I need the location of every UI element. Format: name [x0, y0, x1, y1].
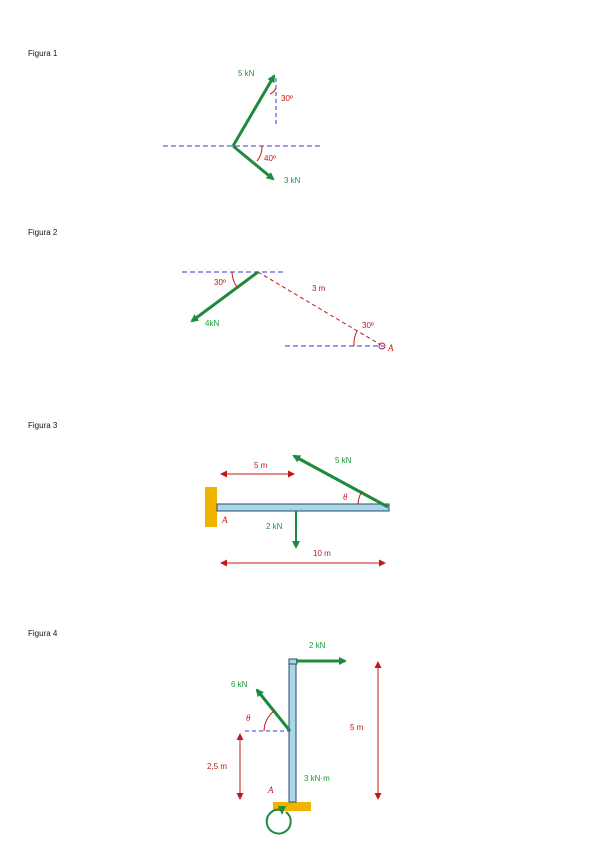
angle-theta-arc [263, 710, 275, 732]
moment-label-3kNm: 3 kN·m [304, 774, 330, 783]
force-6kN-arrow [255, 688, 292, 732]
wall-support [205, 487, 217, 527]
point-A-marker [378, 342, 386, 350]
force-label-5kN: 5 kN [335, 456, 352, 465]
force-label-5kN: 5 kN [238, 69, 255, 78]
distance-line-3m [257, 271, 382, 346]
figure-3: Figura 3 5 m 5 kN θ A 2 kN 10 m [28, 421, 390, 567]
angle-label-30: 30º [281, 94, 293, 103]
force-label-4kN: 4kN [205, 319, 219, 328]
beam [216, 503, 390, 512]
dimension-label-2-5m: 2,5 m [207, 762, 227, 771]
distance-label-3m: 3 m [312, 284, 326, 293]
angle-30-arc-bottom [353, 330, 358, 347]
force-label-2kN: 2 kN [266, 522, 283, 531]
force-label-6kN: 6 kN [231, 680, 248, 689]
dimension-label-10m: 10 m [313, 549, 331, 558]
figure-1: Figura 1 5 kN 30º 40º 3 kN [28, 49, 322, 185]
figure-2: Figura 2 30º 3 m 4kN 30º A [28, 228, 394, 353]
angle-label-30-top: 30º [214, 278, 226, 287]
moment-3kNm-arc [265, 808, 292, 835]
figure-2-label: Figura 2 [28, 228, 58, 237]
angle-30-arc-top [231, 271, 238, 288]
angle-label-40: 40º [264, 154, 276, 163]
force-label-2kN: 2 kN [309, 641, 326, 650]
force-5kN-arrow [292, 454, 389, 509]
dimension-label-5m: 5 m [350, 723, 364, 732]
point-A-label: A [221, 515, 228, 525]
figure-4-label: Figura 4 [28, 629, 58, 638]
figure-3-label: Figura 3 [28, 421, 58, 430]
ground-support [273, 802, 311, 811]
moment-arrowhead [278, 806, 286, 815]
top-joint [288, 658, 298, 665]
angle-theta-arc [357, 490, 363, 505]
force-4kN-arrow [190, 270, 259, 323]
point-A-label: A [267, 785, 274, 795]
angle-label-30-bottom: 30º [362, 321, 374, 330]
angle-40-arc [256, 145, 263, 162]
force-5kN-arrow [231, 74, 276, 147]
force-label-3kN: 3 kN [284, 176, 301, 185]
angle-label-theta: θ [343, 492, 348, 502]
figure-1-label: Figura 1 [28, 49, 58, 58]
angle-30-arc [269, 87, 277, 95]
angle-label-theta: θ [246, 713, 251, 723]
force-3kN-arrow [232, 144, 275, 181]
dimension-label-5m: 5 m [254, 461, 268, 470]
point-A-label: A [387, 343, 394, 353]
figure-4: Figura 4 2 kN 6 kN θ 5 m 2,5 m 3 kN·m A [28, 629, 382, 835]
